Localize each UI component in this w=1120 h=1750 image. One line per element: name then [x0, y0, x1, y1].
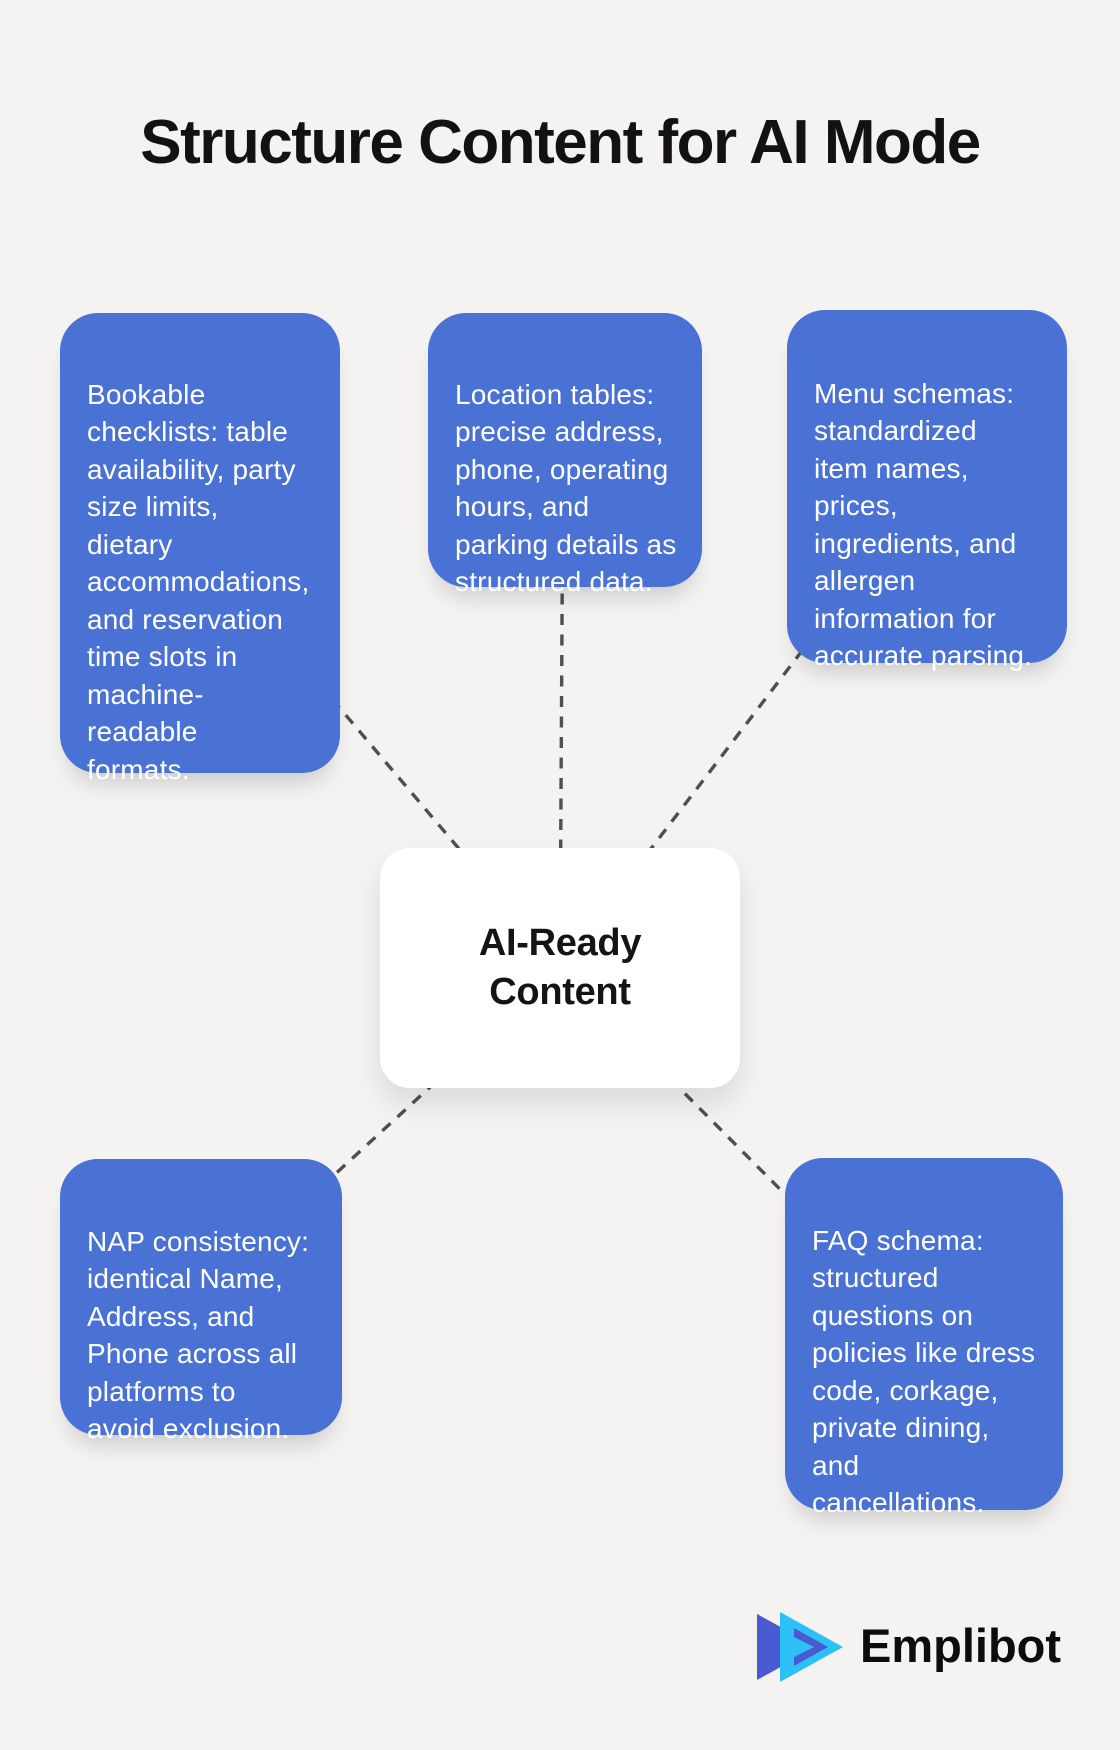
node-faq-text: FAQ schema: structured questions on poli… [812, 1224, 1036, 1519]
node-bookable-text: Bookable checklists: table availability,… [87, 378, 310, 785]
logo: Emplibot [757, 1612, 1061, 1682]
node-bookable-checklists: Bookable checklists: table availability,… [60, 313, 340, 785]
node-faq-schema: FAQ schema: structured questions on poli… [785, 1158, 1063, 1518]
page-title: Structure Content for AI Mode [140, 108, 981, 177]
node-nap-text: NAP consistency: identical Name, Address… [87, 1225, 310, 1445]
logo-wordmark: Emplibot [860, 1618, 1062, 1672]
center-node: AI-Ready Content [380, 848, 740, 1088]
node-menu-schemas: Menu schemas: standardized item names, p… [787, 310, 1067, 671]
node-location-tables: Location tables: precise address, phone,… [428, 313, 702, 597]
node-nap-consistency: NAP consistency: identical Name, Address… [60, 1159, 342, 1444]
node-menu-text: Menu schemas: standardized item names, p… [814, 377, 1033, 672]
emplibot-logo-icon [757, 1612, 843, 1682]
center-node-label: AI-Ready Content [478, 922, 642, 1013]
node-location-text: Location tables: precise address, phone,… [455, 378, 677, 598]
